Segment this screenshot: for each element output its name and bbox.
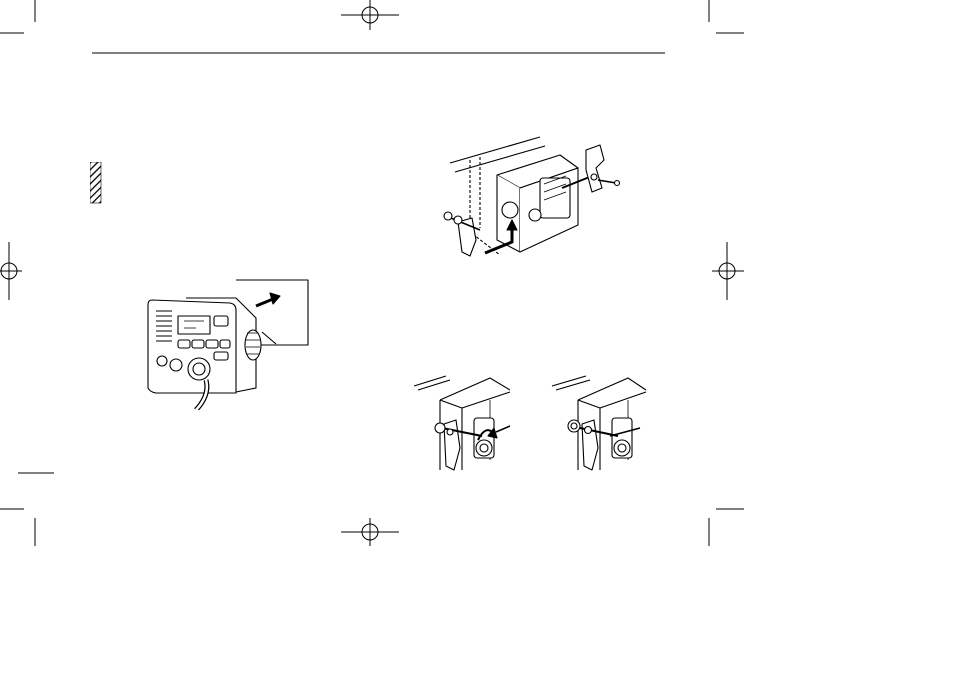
bracket-mounting-illustration	[435, 130, 625, 270]
hatched-caution-bar-icon	[90, 162, 102, 204]
crosshair-registration-mark-top	[341, 0, 399, 30]
crosshair-registration-mark-left	[0, 242, 22, 300]
radio-front-panel-illustration	[140, 270, 330, 410]
crosshair-registration-mark-bottom	[341, 518, 399, 546]
knob-tightening-step-b	[548, 370, 648, 475]
knob-tightening-step-a	[410, 370, 510, 475]
crosshair-registration-mark-right	[712, 242, 744, 300]
